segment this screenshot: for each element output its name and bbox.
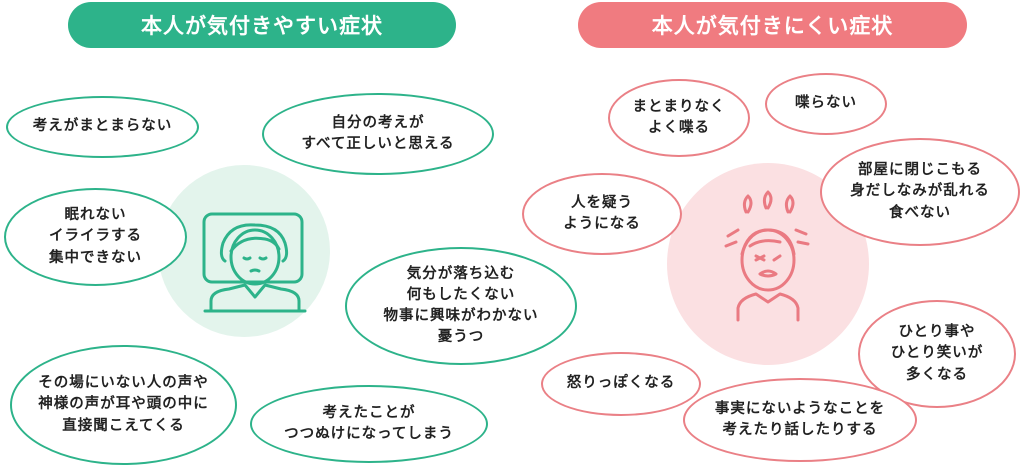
hard-notice-header: 本人が気付きにくい症状 (578, 2, 967, 48)
symptom-bubble: 喋らない (765, 73, 887, 135)
person-lying-in-bed-icon (202, 212, 307, 313)
symptom-bubble: 考えがまとまらない (6, 96, 199, 158)
easy-notice-header: 本人が気付きやすい症状 (68, 2, 456, 48)
distressed-person-icon (724, 190, 810, 322)
symptom-bubble: 事実にないようなことを 考えたり話したりする (683, 378, 917, 462)
symptom-bubble: 考えたことが つつぬけになってしまう (250, 385, 488, 463)
symptom-bubble: その場にいない人の声や 神様の声が耳や頭の中に 直接聞こえてくる (10, 345, 237, 465)
symptom-bubble: 気分が落ち込む 何もしたくない 物事に興味がわかない 憂うつ (345, 247, 577, 365)
symptom-bubble: 部屋に閉じこもる 身だしなみが乱れる 食べない (820, 138, 1020, 246)
symptom-bubble: 人を疑う ようになる (522, 173, 682, 255)
symptom-bubble: 眠れない イライラする 集中できない (4, 188, 187, 286)
symptom-bubble: 自分の考えが すべて正しいと思える (262, 93, 494, 175)
symptom-bubble: まとまりなく よく喋る (608, 79, 750, 157)
symptom-bubble: 怒りっぽくなる (541, 352, 701, 416)
